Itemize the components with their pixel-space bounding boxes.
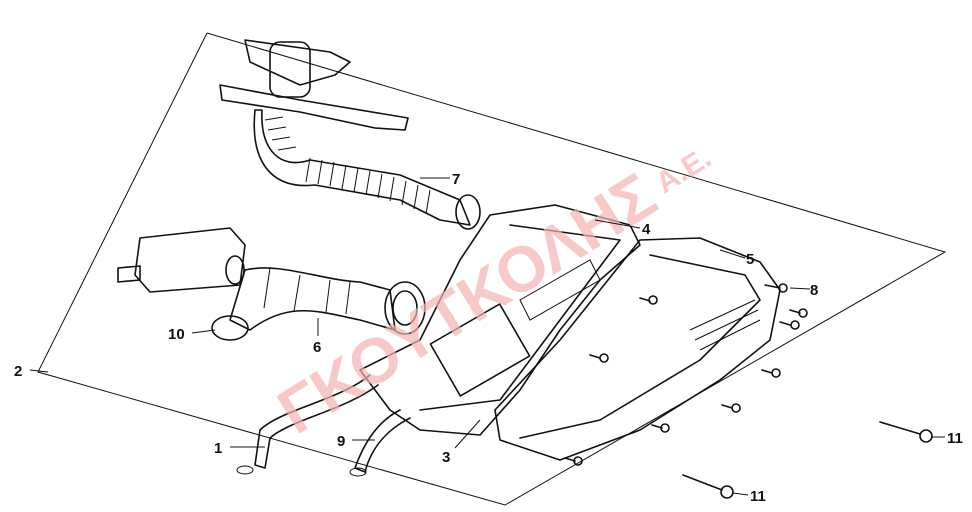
callout-5: 5 [746,251,754,268]
assembly-boundary [37,32,947,506]
callout-11-upper: 11 [947,430,963,447]
callout-4: 4 [642,221,651,238]
part-8-screws [564,283,808,466]
part-5-air-cleaner-cover [494,237,781,461]
part-6-intake-hose [117,227,426,341]
callout-6: 6 [313,339,321,356]
callout-9: 9 [337,433,345,450]
part-7-intake-duct [219,39,481,230]
callout-7: 7 [452,171,460,188]
part-3-air-cleaner-case [359,204,641,436]
callout-8: 8 [810,282,818,299]
watermark-suffix: Α.Ε. [650,141,717,200]
drain-tubes [236,374,411,477]
part-10-clamp [211,315,249,341]
callout-2: 2 [14,363,22,380]
callout-11-lower: 11 [750,488,766,505]
callout-1: 1 [214,440,222,457]
part-11-bolts [682,421,933,499]
callout-3: 3 [442,449,450,466]
leader-lines [29,177,945,496]
watermark: ΓΚΟΥΤΚΟΛΗΣ Α.Ε. [265,141,717,447]
callout-10: 10 [168,326,185,343]
